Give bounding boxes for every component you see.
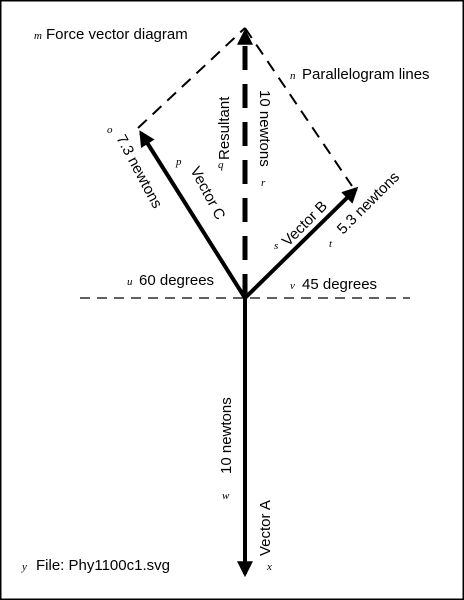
vector-a-name: Vector A: [257, 500, 274, 556]
diagram-title: Force vector diagram: [46, 26, 188, 43]
tag-y: y: [21, 561, 27, 573]
tag-o: o: [107, 124, 113, 136]
angle-c-label: 60 degrees: [139, 272, 214, 289]
vector-c: [139, 130, 247, 300]
tag-p: p: [175, 156, 182, 168]
vector-c-magnitude: 7.3 newtons: [112, 132, 165, 211]
resultant-name: Resultant: [216, 96, 233, 160]
tag-m: m: [34, 30, 42, 42]
tag-s: s: [274, 240, 278, 252]
tag-q: q: [218, 159, 224, 171]
tag-w: w: [222, 490, 230, 502]
tag-x: x: [266, 561, 272, 573]
tag-v: v: [290, 280, 295, 292]
tag-u: u: [127, 276, 133, 288]
vector-a-magnitude: 10 newtons: [218, 397, 235, 474]
vector-b: [243, 186, 359, 300]
resultant-magnitude: 10 newtons: [256, 90, 273, 167]
parallelogram-line-right: [244, 27, 353, 187]
file-label: File: Phy1100c1.svg: [36, 557, 170, 574]
tag-t: t: [329, 238, 333, 250]
angle-b-label: 45 degrees: [302, 276, 377, 293]
parallelogram-label: Parallelogram lines: [302, 66, 430, 83]
tag-r: r: [261, 177, 266, 189]
parallelogram-line-left: [137, 27, 246, 129]
tag-n: n: [290, 70, 296, 82]
